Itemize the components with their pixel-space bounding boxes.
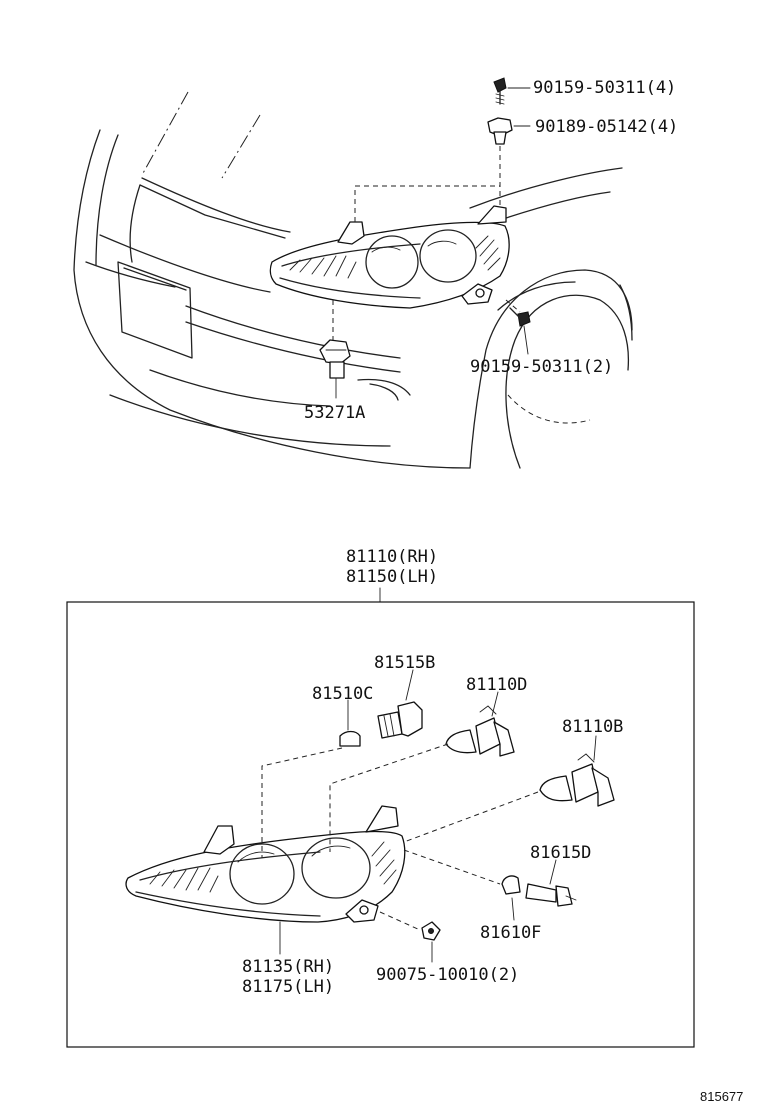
bulb-81610f-icon (501, 875, 521, 895)
reference-number: 815677 (700, 1089, 743, 1104)
upper-headlamp (269, 205, 510, 309)
label-screw-side: 90159-50311(2) (470, 357, 613, 377)
label-assembly-lh: 81150(LH) (346, 567, 438, 587)
label-bulb-socket: 81515B (374, 653, 435, 673)
label-nut-top: 90189-05142(4) (535, 117, 678, 137)
label-screw-top: 90159-50311(4) (533, 78, 676, 98)
screw-side-icon (509, 307, 531, 327)
label-clip: 90075-10010(2) (376, 965, 519, 985)
label-assembly-rh: 81110(RH) (346, 547, 438, 567)
clip-90075-icon (421, 921, 441, 941)
screw-top-icon (493, 77, 507, 105)
label-socket-d: 81615D (530, 843, 591, 863)
bracket-53271a-icon (319, 339, 351, 379)
label-housing-rh: 81135(RH) (242, 957, 334, 977)
lower-headlamp-housing (125, 805, 406, 923)
nut-top-icon (487, 117, 513, 145)
label-bulb-d: 81110D (466, 675, 527, 695)
assembly-box (66, 601, 695, 1048)
vehicle-front-outline (73, 91, 633, 469)
label-bulb-small: 81510C (312, 684, 373, 704)
socket-81615d-icon (525, 883, 577, 907)
label-bracket: 53271A (304, 403, 365, 423)
bulb-81110b-icon (539, 753, 615, 807)
bulb-81510c-icon (339, 730, 361, 747)
bulb-81110d-icon (445, 705, 515, 757)
label-housing-lh: 81175(LH) (242, 977, 334, 997)
label-bulb-b: 81110B (562, 717, 623, 737)
bulb-socket-81515b-icon (377, 701, 423, 739)
label-bulb-f: 81610F (480, 923, 541, 943)
